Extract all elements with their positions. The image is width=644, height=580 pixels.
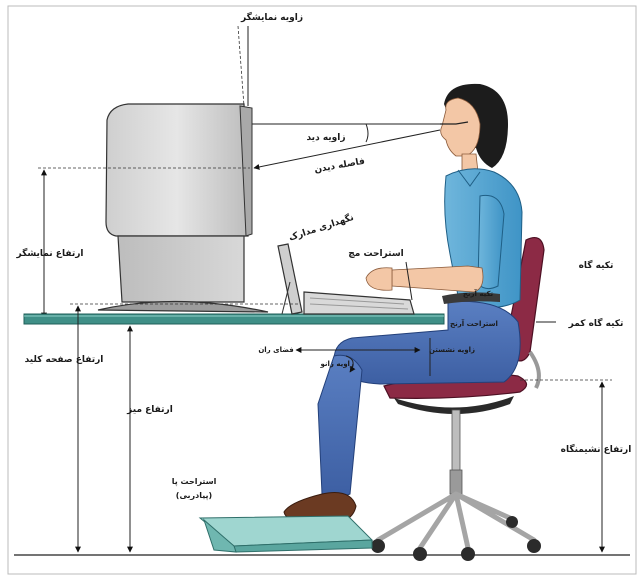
monitor-angle-label: زاویه نمایشگر — [240, 11, 303, 23]
document-holder — [278, 244, 302, 314]
keyboard-height-label: ارتفاع صفحه کلید — [25, 355, 104, 365]
seat-angle-label: زاویه نشستن — [429, 346, 475, 354]
seat-height-label: ارتفاع نشیمنگاه — [561, 443, 632, 455]
thigh-space-label: فضای ران — [258, 346, 294, 354]
document-holder-label-line1: نگهداری مدارک — [287, 211, 355, 243]
view-distance-label: فاصله دیدن — [314, 157, 366, 176]
monitor-height-label: ارتفاع نمایشگر — [16, 247, 84, 259]
view-angle-label: زاویه دید — [306, 133, 345, 143]
elbow-rest-small-label: تکیه آرنج — [463, 289, 494, 298]
monitor-angle-line-tilted — [238, 26, 244, 106]
footrest-label: استراحت پا — [172, 477, 217, 486]
wrist-rest-label: استراحت مچ — [348, 249, 404, 259]
desk-height-label: ارتفاع میز — [126, 405, 173, 415]
monitor — [98, 104, 268, 312]
knee-angle-label: زاویه زانو — [319, 360, 354, 368]
view-angle-arc — [366, 124, 368, 142]
monitor-stand — [118, 236, 244, 302]
jeans-lower-leg — [318, 355, 362, 497]
footrest — [200, 516, 372, 552]
monitor-base — [98, 301, 268, 312]
backrest-label: تکیه گاه — [579, 259, 614, 271]
monitor-screen-body — [106, 104, 248, 236]
hand — [366, 268, 392, 291]
keyboard — [304, 292, 414, 314]
footrest-note: (پیادربی) — [176, 491, 212, 500]
forearm — [392, 266, 483, 292]
lumbar-support-label: تکیه گاه کمر — [568, 317, 624, 329]
arm-rest-label: استراحت آرنج — [450, 319, 498, 328]
